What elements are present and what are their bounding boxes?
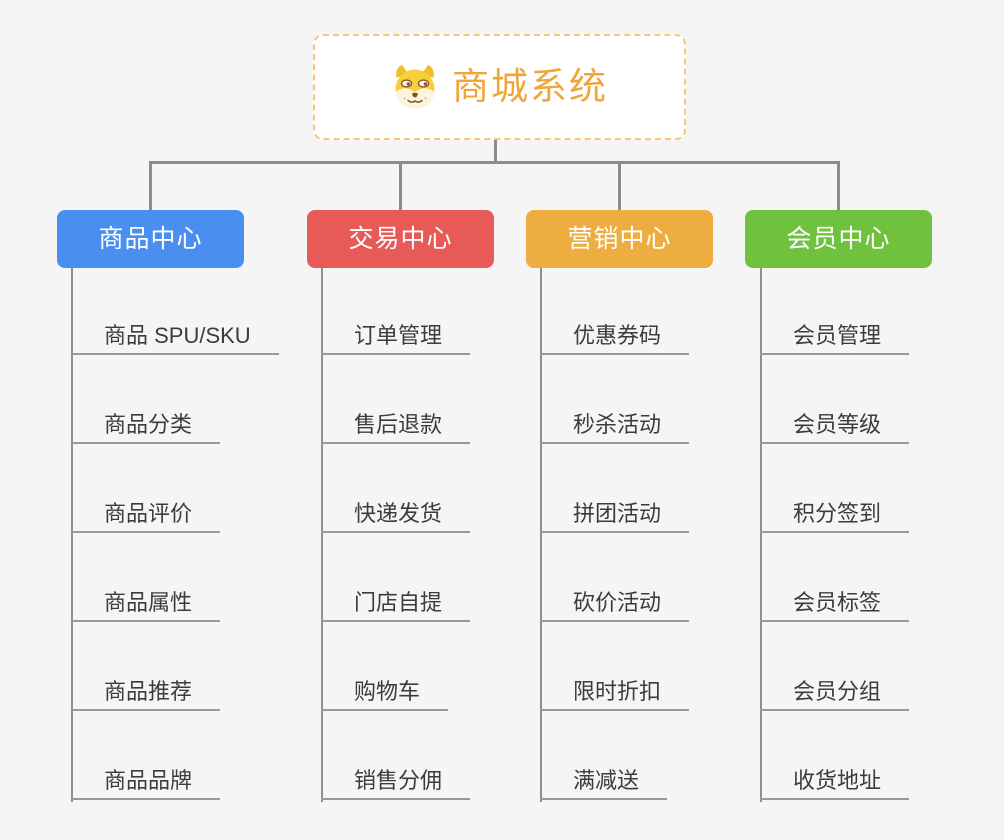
root-title: 商城系统 <box>452 65 608 107</box>
leaf-item[interactable]: 限时折扣 <box>540 674 690 711</box>
connector-rail <box>149 161 840 164</box>
leaf-item[interactable]: 售后退款 <box>321 407 471 444</box>
leaf-item[interactable]: 拼团活动 <box>540 496 690 533</box>
leaf-item[interactable]: 砍价活动 <box>540 585 690 622</box>
leaf-item[interactable]: 秒杀活动 <box>540 407 690 444</box>
leaf-item[interactable]: 快递发货 <box>321 496 471 533</box>
leaf-item[interactable]: 订单管理 <box>321 318 471 355</box>
dog-face-icon <box>391 64 439 110</box>
connector-drop-3 <box>618 164 621 210</box>
leaf-item[interactable]: 商品属性 <box>71 585 221 622</box>
branch-trade-center[interactable]: 交易中心 <box>307 210 494 268</box>
leaf-item[interactable]: 购物车 <box>321 674 449 711</box>
leaf-item[interactable]: 商品评价 <box>71 496 221 533</box>
branch-product-center[interactable]: 商品中心 <box>57 210 244 268</box>
leaf-item[interactable]: 会员等级 <box>760 407 910 444</box>
leaf-item[interactable]: 门店自提 <box>321 585 471 622</box>
root-node[interactable]: 商城系统 <box>313 34 686 140</box>
leaf-item[interactable]: 商品推荐 <box>71 674 221 711</box>
leaf-item[interactable]: 销售分佣 <box>321 763 471 800</box>
leaf-item[interactable]: 会员分组 <box>760 674 910 711</box>
leaf-item[interactable]: 积分签到 <box>760 496 910 533</box>
branch-member-center[interactable]: 会员中心 <box>745 210 932 268</box>
leaf-item[interactable]: 商品品牌 <box>71 763 221 800</box>
spine-marketing-center <box>540 268 542 802</box>
spine-member-center <box>760 268 762 802</box>
leaf-item[interactable]: 优惠券码 <box>540 318 690 355</box>
leaf-item[interactable]: 满减送 <box>540 763 668 800</box>
spine-product-center <box>71 268 73 802</box>
connector-drop-4 <box>837 164 840 210</box>
connector-root-stem <box>494 140 497 164</box>
leaf-item[interactable]: 商品分类 <box>71 407 221 444</box>
leaf-item[interactable]: 会员标签 <box>760 585 910 622</box>
spine-trade-center <box>321 268 323 802</box>
leaf-item[interactable]: 商品 SPU/SKU <box>71 318 279 355</box>
leaf-item[interactable]: 收货地址 <box>760 763 910 800</box>
connector-drop-1 <box>149 164 152 210</box>
leaf-item[interactable]: 会员管理 <box>760 318 910 355</box>
connector-drop-2 <box>399 164 402 210</box>
branch-marketing-center[interactable]: 营销中心 <box>526 210 713 268</box>
